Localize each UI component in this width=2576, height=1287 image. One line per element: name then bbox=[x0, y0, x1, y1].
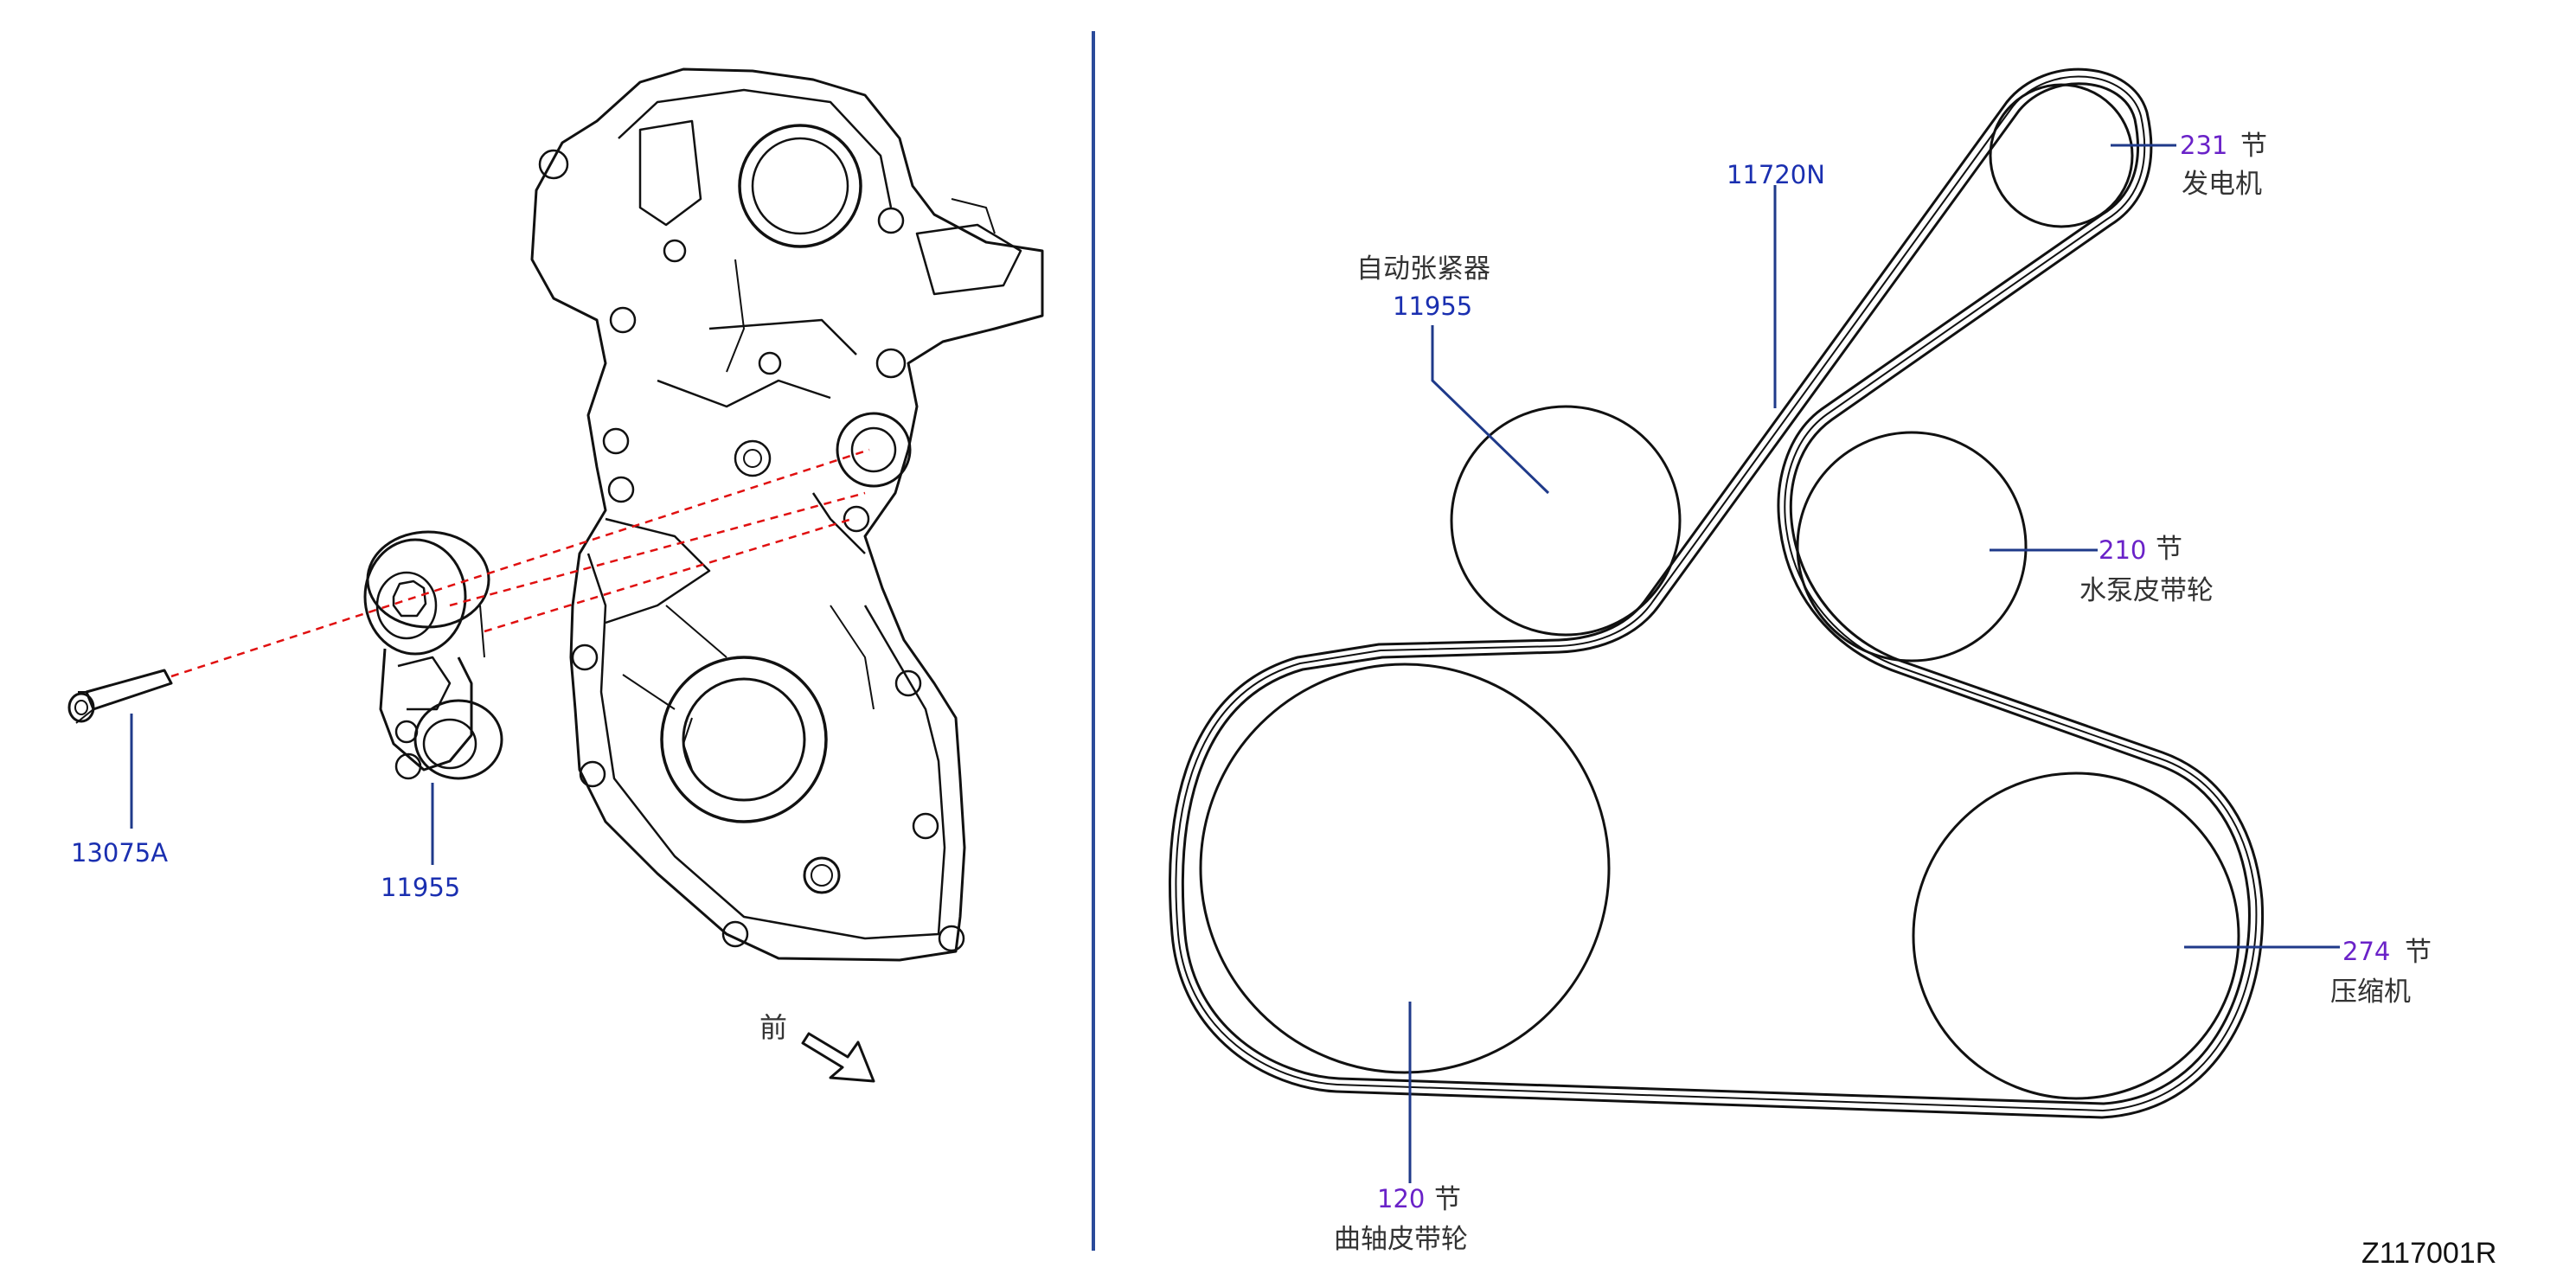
alternator-unit: 节 bbox=[2240, 131, 2267, 162]
pulley-tensioner bbox=[1450, 405, 1682, 637]
front-arrow-icon bbox=[801, 1032, 875, 1083]
alternator-name: 发电机 bbox=[2182, 169, 2262, 200]
belt-routing bbox=[1169, 67, 2265, 1119]
compressor-unit: 节 bbox=[2405, 937, 2432, 968]
alignment-lines bbox=[170, 448, 870, 678]
pulley-alternator bbox=[1989, 83, 2134, 228]
water-pump-name: 水泵皮带轮 bbox=[2079, 575, 2214, 606]
tensioner-part-number: 11955 bbox=[381, 873, 461, 902]
tensioner-name: 自动张紧器 bbox=[1356, 253, 1490, 285]
tensioner-part-number-right: 11955 bbox=[1393, 291, 1473, 321]
belt-rib bbox=[1175, 75, 2258, 1111]
crankshaft-name: 曲轴皮带轮 bbox=[1334, 1224, 1468, 1255]
water-pump-unit: 节 bbox=[2156, 534, 2182, 565]
belt-part-number: 11720N bbox=[1727, 160, 1825, 189]
compressor-name: 压缩机 bbox=[2330, 976, 2411, 1008]
bolt-part-number: 13075A bbox=[71, 838, 169, 868]
tensioner-assembly bbox=[363, 530, 503, 780]
alternator-count: 231 bbox=[2180, 131, 2228, 160]
pulley-compressor bbox=[1912, 772, 2240, 1100]
diagram-code: Z117001R bbox=[2361, 1237, 2497, 1270]
water-pump-count: 210 bbox=[2099, 535, 2147, 565]
compressor-count: 274 bbox=[2342, 937, 2391, 966]
front-label: 前 bbox=[759, 1011, 788, 1044]
belt-inner-edge bbox=[1181, 82, 2251, 1105]
leader-tensioner-right bbox=[1431, 325, 1550, 495]
pulley-water-pump bbox=[1796, 431, 2028, 663]
bolt bbox=[67, 669, 173, 724]
crankshaft-count: 120 bbox=[1377, 1184, 1426, 1213]
timing-cover bbox=[530, 67, 1044, 962]
pulley-crankshaft bbox=[1199, 663, 1611, 1074]
belt-outer-edge bbox=[1169, 67, 2265, 1119]
crankshaft-unit: 节 bbox=[1434, 1184, 1461, 1215]
